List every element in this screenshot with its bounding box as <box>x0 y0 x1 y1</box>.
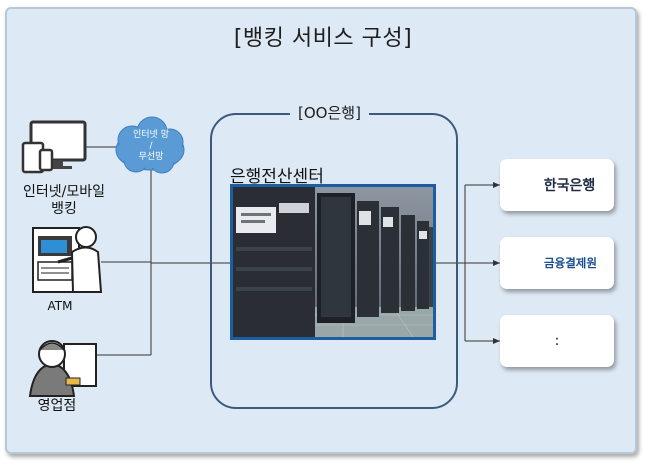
internet-mobile-label: 인터넷/모바일 뱅킹 <box>14 184 114 218</box>
institution-name: 한국은행 <box>543 178 596 194</box>
atm-icon <box>32 226 103 293</box>
arrowhead-inst-2 <box>493 260 500 266</box>
cloud-label: 인터넷 망 / 무선망 <box>123 130 179 163</box>
computer-devices-icon <box>21 120 87 174</box>
institution-ellipsis: : <box>554 333 560 349</box>
atm-label: ATM <box>47 299 73 313</box>
institution-kftc: 금융결제원 <box>500 237 614 289</box>
data-center-label: 은행전산센터 <box>230 167 324 187</box>
arrowhead-inst-3 <box>493 338 500 344</box>
bank-label: [OO은행] <box>290 102 369 123</box>
internet-mobile-label-line-2: 뱅킹 <box>51 201 77 217</box>
branch-teller-icon <box>28 340 97 397</box>
cloud-label-line-2: / <box>149 141 153 151</box>
institution-bank-of-korea: 한국은행 <box>500 159 614 211</box>
diagram-title: [뱅킹 서비스 구성] <box>233 26 413 51</box>
branch-label: 영업점 <box>37 398 77 414</box>
server-racks-image <box>233 187 433 337</box>
institution-name: 금융결제원 <box>544 256 597 270</box>
data-center-photo <box>230 184 436 340</box>
cloud-label-line-3: 무선망 <box>138 152 164 162</box>
cloud-label-line-1: 인터넷 망 <box>133 130 169 140</box>
institution-more: : <box>500 315 614 367</box>
internet-mobile-label-line-1: 인터넷/모바일 <box>23 184 105 200</box>
arrowhead-inst-1 <box>493 182 500 188</box>
